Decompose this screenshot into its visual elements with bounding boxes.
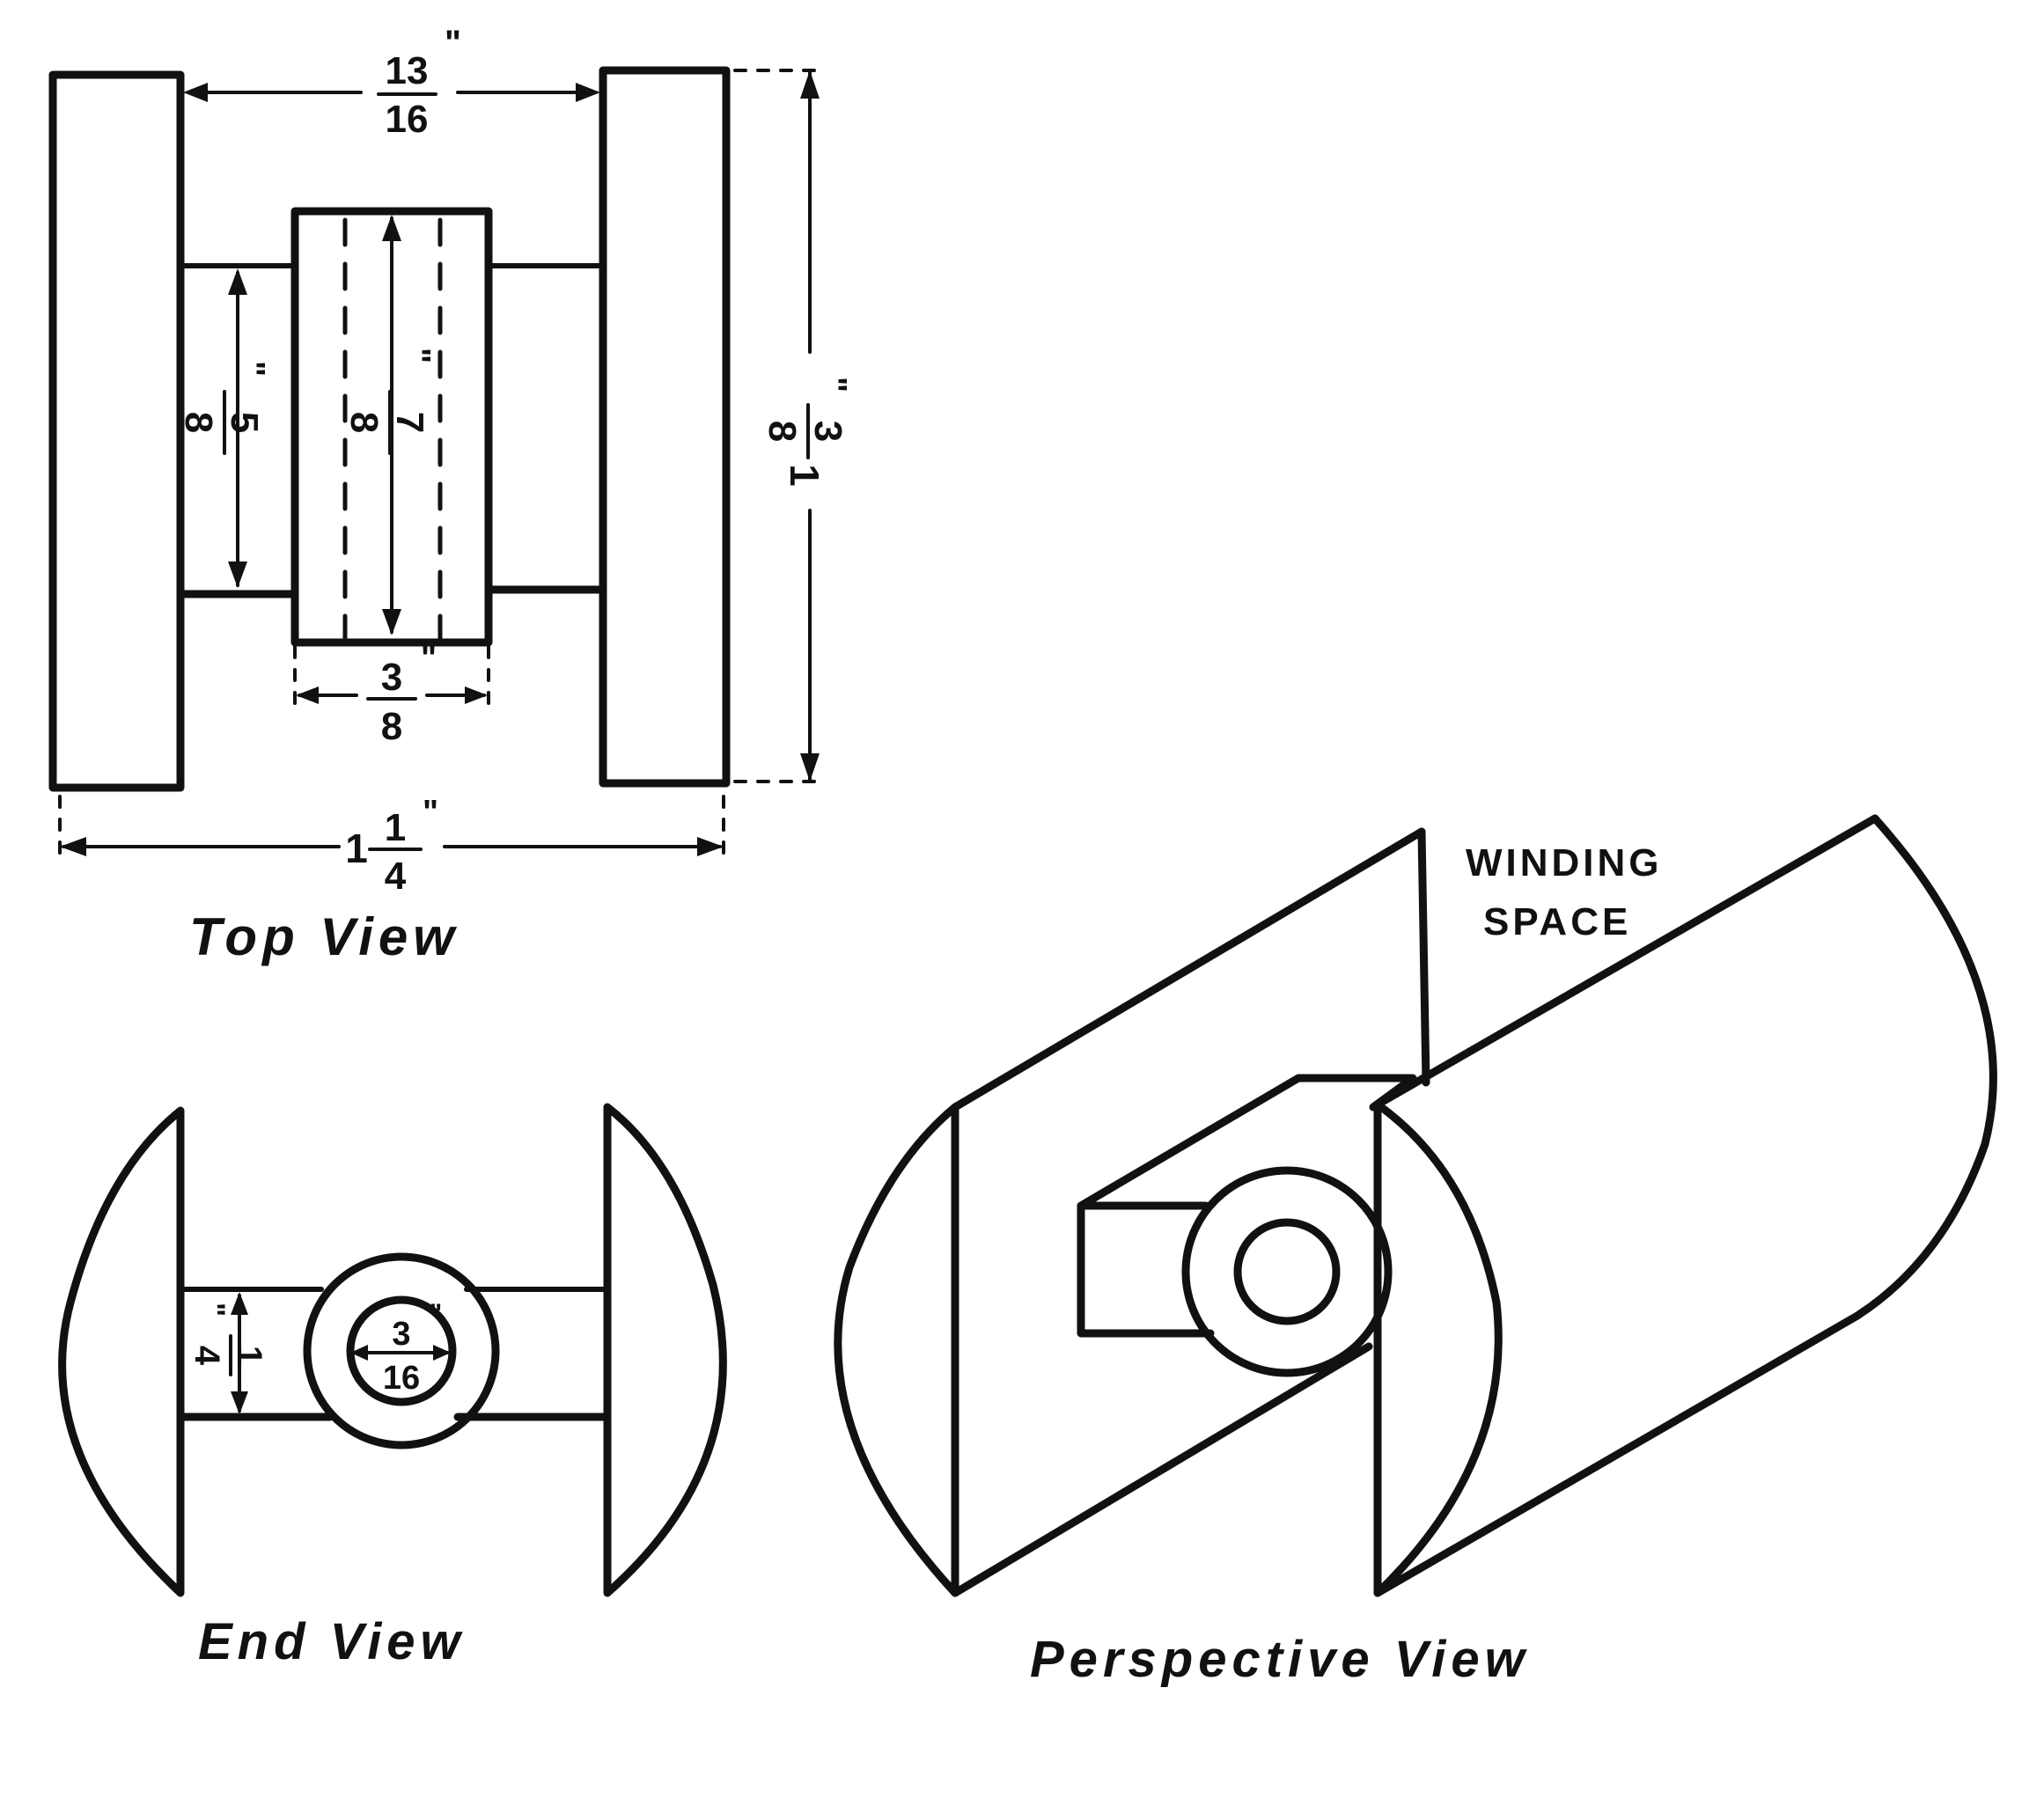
dim-block-width-denominator: 8	[381, 705, 402, 748]
dim-overall-width: 1 1 4 "	[58, 794, 725, 898]
dim-block-width-numerator: 3	[381, 656, 402, 699]
dim-core-inner-unit: "	[234, 361, 271, 377]
dim-core-end-numerator: 1	[230, 1346, 268, 1365]
dim-block-width-unit: "	[421, 640, 437, 677]
dim-overall-height-unit: "	[816, 377, 853, 393]
winding-space-label-line1: WINDING	[1466, 841, 1663, 884]
dim-core-end: 1 4 "	[187, 1292, 268, 1414]
dim-overall-width-unit: "	[423, 794, 438, 831]
dim-gap: 13 16 "	[183, 24, 600, 141]
end-view-left-flange	[58, 1106, 185, 1597]
end-view-bore	[346, 1295, 457, 1406]
dim-hole-unit: "	[430, 1299, 442, 1328]
top-view-caption: Top View	[189, 907, 459, 966]
dim-core-end-unit: "	[197, 1303, 231, 1317]
dim-overall-height-numerator: 3	[806, 421, 849, 442]
top-view-center-block	[290, 207, 493, 647]
dim-block-height-denominator: 8	[342, 412, 386, 433]
dim-gap-unit: "	[445, 24, 461, 62]
top-view: 13 16 " 5 8 " 7 8 "	[48, 24, 853, 966]
perspective-near-flange-face	[834, 1103, 959, 1597]
end-view-hub	[303, 1252, 500, 1449]
perspective-far-flange-bottom-edge	[1373, 1311, 1862, 1597]
perspective-view-caption: Perspective View	[1030, 1631, 1530, 1688]
perspective-hub	[1181, 1166, 1393, 1377]
dim-overall-width-denominator: 4	[385, 855, 407, 898]
dim-core-inner-denominator: 8	[177, 412, 220, 433]
dim-core-inner-numerator: 5	[223, 412, 266, 433]
perspective-view: WINDING SPACE Perspective View	[834, 814, 1997, 1688]
dim-overall-height-denominator: 8	[761, 421, 804, 442]
dim-block-width: 3 8 "	[293, 640, 490, 748]
dim-overall-height: 3 8 1 "	[733, 69, 853, 783]
dim-core-inner: 5 8 "	[177, 268, 271, 588]
dim-block-height-unit: "	[400, 348, 437, 363]
perspective-far-flange-top-edge	[1373, 814, 1879, 1109]
winding-space-label-line2: SPACE	[1483, 900, 1631, 943]
dim-block-height: 7 8 "	[342, 215, 437, 635]
perspective-near-flange-back-edge	[1417, 827, 1430, 1087]
top-view-right-flange	[599, 66, 731, 788]
dim-hole: 3 16 "	[350, 1299, 451, 1397]
perspective-near-flange-top-edge	[951, 827, 1426, 1112]
dim-overall-width-whole: 1	[345, 826, 368, 871]
dim-core-end-denominator: 4	[187, 1346, 226, 1366]
dim-gap-numerator: 13	[386, 49, 429, 92]
perspective-near-flange-bottom-edge	[951, 1342, 1373, 1597]
dim-overall-width-numerator: 1	[385, 806, 406, 849]
perspective-far-flange-rim	[1853, 814, 1997, 1320]
perspective-far-flange-face	[1373, 1100, 1503, 1597]
dim-block-height-numerator: 7	[388, 412, 431, 433]
dim-gap-denominator: 16	[386, 98, 429, 141]
dim-hole-numerator: 3	[392, 1316, 410, 1353]
end-view-right-flange	[603, 1103, 727, 1597]
end-view: 1 4 " 3 16 " End View	[58, 1103, 727, 1670]
perspective-bore	[1233, 1218, 1341, 1325]
dim-overall-height-whole: 1	[782, 464, 827, 487]
end-view-caption: End View	[198, 1613, 466, 1670]
dim-hole-denominator: 16	[383, 1360, 420, 1397]
top-view-left-flange	[48, 70, 185, 792]
